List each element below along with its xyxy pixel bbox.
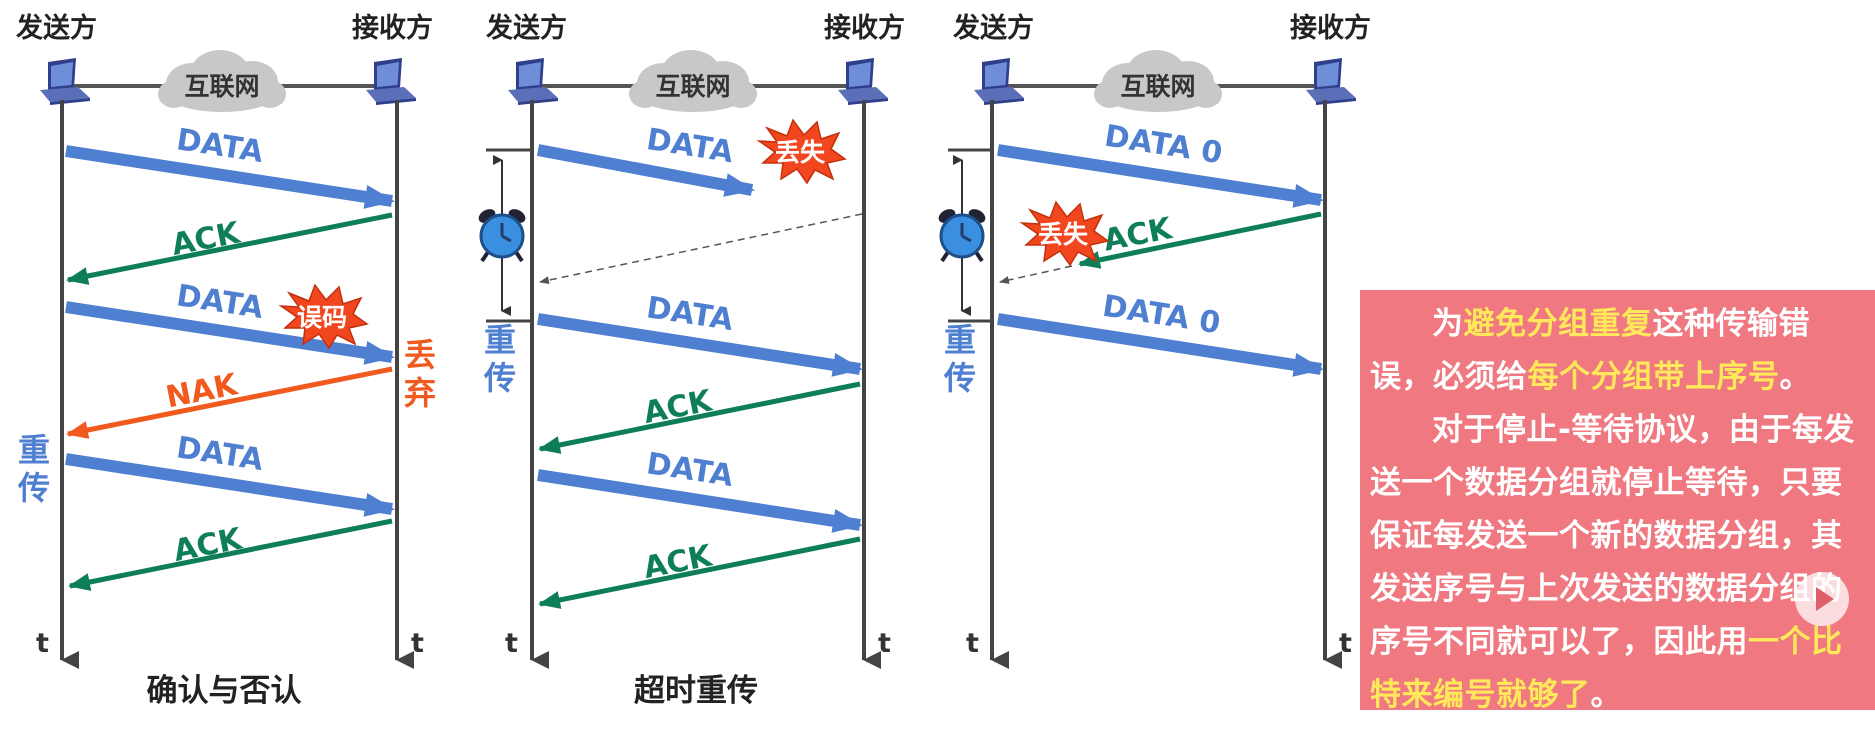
time-label: t xyxy=(505,628,518,659)
laptop-icon xyxy=(1306,58,1356,105)
laptop-icon xyxy=(974,58,1024,105)
time-label: t xyxy=(878,628,891,659)
time-label: t xyxy=(411,628,424,659)
alarm-clock-icon xyxy=(474,204,530,263)
panel-sequence: 发送方 接收方 互联网 t t DATA 0 ACK 丢失 重 传 DATA 0 xyxy=(934,12,1371,669)
laptop-icon xyxy=(838,58,888,105)
note-highlight: 每个分组带上序号 xyxy=(1527,359,1780,395)
data-label: DATA xyxy=(644,446,736,494)
note-paragraph: 对于停止-等待协议，由于每发送一个数据分组就停止等待，只要保证每发送一个新的数据… xyxy=(1370,404,1861,722)
time-label: t xyxy=(966,628,979,659)
data-arrow xyxy=(537,313,863,377)
data-arrow xyxy=(537,469,863,533)
ack-label: ACK xyxy=(641,383,717,431)
panel-caption: 超时重传 xyxy=(634,673,758,709)
note-highlight: 避免分组重复 xyxy=(1463,306,1653,342)
laptop-icon xyxy=(508,58,558,105)
lost-label: 丢失 xyxy=(775,138,826,167)
panel-caption: 确认与否认 xyxy=(147,673,302,709)
internet-label: 互联网 xyxy=(655,72,730,101)
ack-label: ACK xyxy=(169,215,245,263)
expected-ack-dashed xyxy=(999,265,1073,284)
panel-timeout: 发送方 接收方 互联网 t t DATA 丢失 重 传 DATA ACK DAT… xyxy=(474,12,905,709)
data-arrow xyxy=(65,301,395,365)
time-label: t xyxy=(1339,628,1352,659)
nak-label: NAK xyxy=(163,367,242,415)
ack-label: ACK xyxy=(641,538,717,586)
data-arrow xyxy=(65,453,395,517)
lost-label: 丢失 xyxy=(1038,220,1089,249)
data-label: DATA xyxy=(174,278,266,326)
note-text: 为 xyxy=(1432,306,1464,342)
panel-ack-nak: 发送方 接收方 互联网 t t DATA ACK DATA 误码 丢 弃 NAK… xyxy=(15,12,436,709)
receiver-label: 接收方 xyxy=(824,12,905,44)
data-arrow xyxy=(65,145,395,209)
discard-label: 弃 xyxy=(404,374,436,412)
receiver-label: 接收方 xyxy=(352,12,433,44)
retransmit-label: 重 xyxy=(484,321,516,359)
laptop-icon xyxy=(40,58,90,105)
ack-arrow xyxy=(538,381,861,454)
note-highlight: 一个比特来编号就够了 xyxy=(1370,624,1843,713)
note-text: 这种传输错误，必须给 xyxy=(1370,306,1810,395)
internet-label: 互联网 xyxy=(184,72,259,101)
ack-label: ACK xyxy=(1101,211,1177,259)
explanation-note: 为避免分组重复这种传输错误，必须给每个分组带上序号。 对于停止-等待协议，由于每… xyxy=(1360,290,1875,713)
sender-label: 发送方 xyxy=(952,12,1034,44)
data-label: DATA xyxy=(174,430,266,478)
laptop-icon xyxy=(366,58,416,105)
data-label: DATA xyxy=(644,122,736,170)
sender-label: 发送方 xyxy=(485,12,567,44)
retransmit-label: 重 xyxy=(944,321,976,359)
play-icon[interactable] xyxy=(1795,572,1849,626)
receiver-label: 接收方 xyxy=(1290,12,1371,44)
note-text: 。 xyxy=(1779,359,1811,395)
ack-label: ACK xyxy=(171,521,247,569)
ack-arrow-lost xyxy=(1078,211,1322,269)
retransmit-label: 传 xyxy=(17,469,50,507)
note-text: 。 xyxy=(1590,677,1622,713)
data-arrow xyxy=(997,313,1324,377)
time-label: t xyxy=(36,628,49,659)
ack-arrow xyxy=(66,212,393,285)
data-label: DATA xyxy=(174,122,266,170)
expected-ack-dashed xyxy=(539,213,863,285)
ack-arrow xyxy=(68,518,393,591)
retransmit-label: 传 xyxy=(943,359,976,397)
data-arrow xyxy=(997,144,1324,208)
nak-arrow xyxy=(66,366,393,439)
retransmit-label: 重 xyxy=(18,431,50,469)
alarm-clock-icon xyxy=(934,204,990,263)
internet-label: 互联网 xyxy=(1120,72,1195,101)
data-label: DATA xyxy=(644,290,736,338)
note-text: 对于停止-等待协议，由于每发送一个数据分组就停止等待，只要保证每发送一个新的数据… xyxy=(1370,412,1855,660)
note-paragraph: 为避免分组重复这种传输错误，必须给每个分组带上序号。 xyxy=(1370,298,1861,404)
discard-label: 丢 xyxy=(404,336,436,374)
error-label: 误码 xyxy=(297,303,347,332)
retransmit-label: 传 xyxy=(483,359,516,397)
sender-label: 发送方 xyxy=(15,12,97,44)
ack-arrow xyxy=(538,536,861,609)
data-arrow-lost xyxy=(536,144,755,197)
